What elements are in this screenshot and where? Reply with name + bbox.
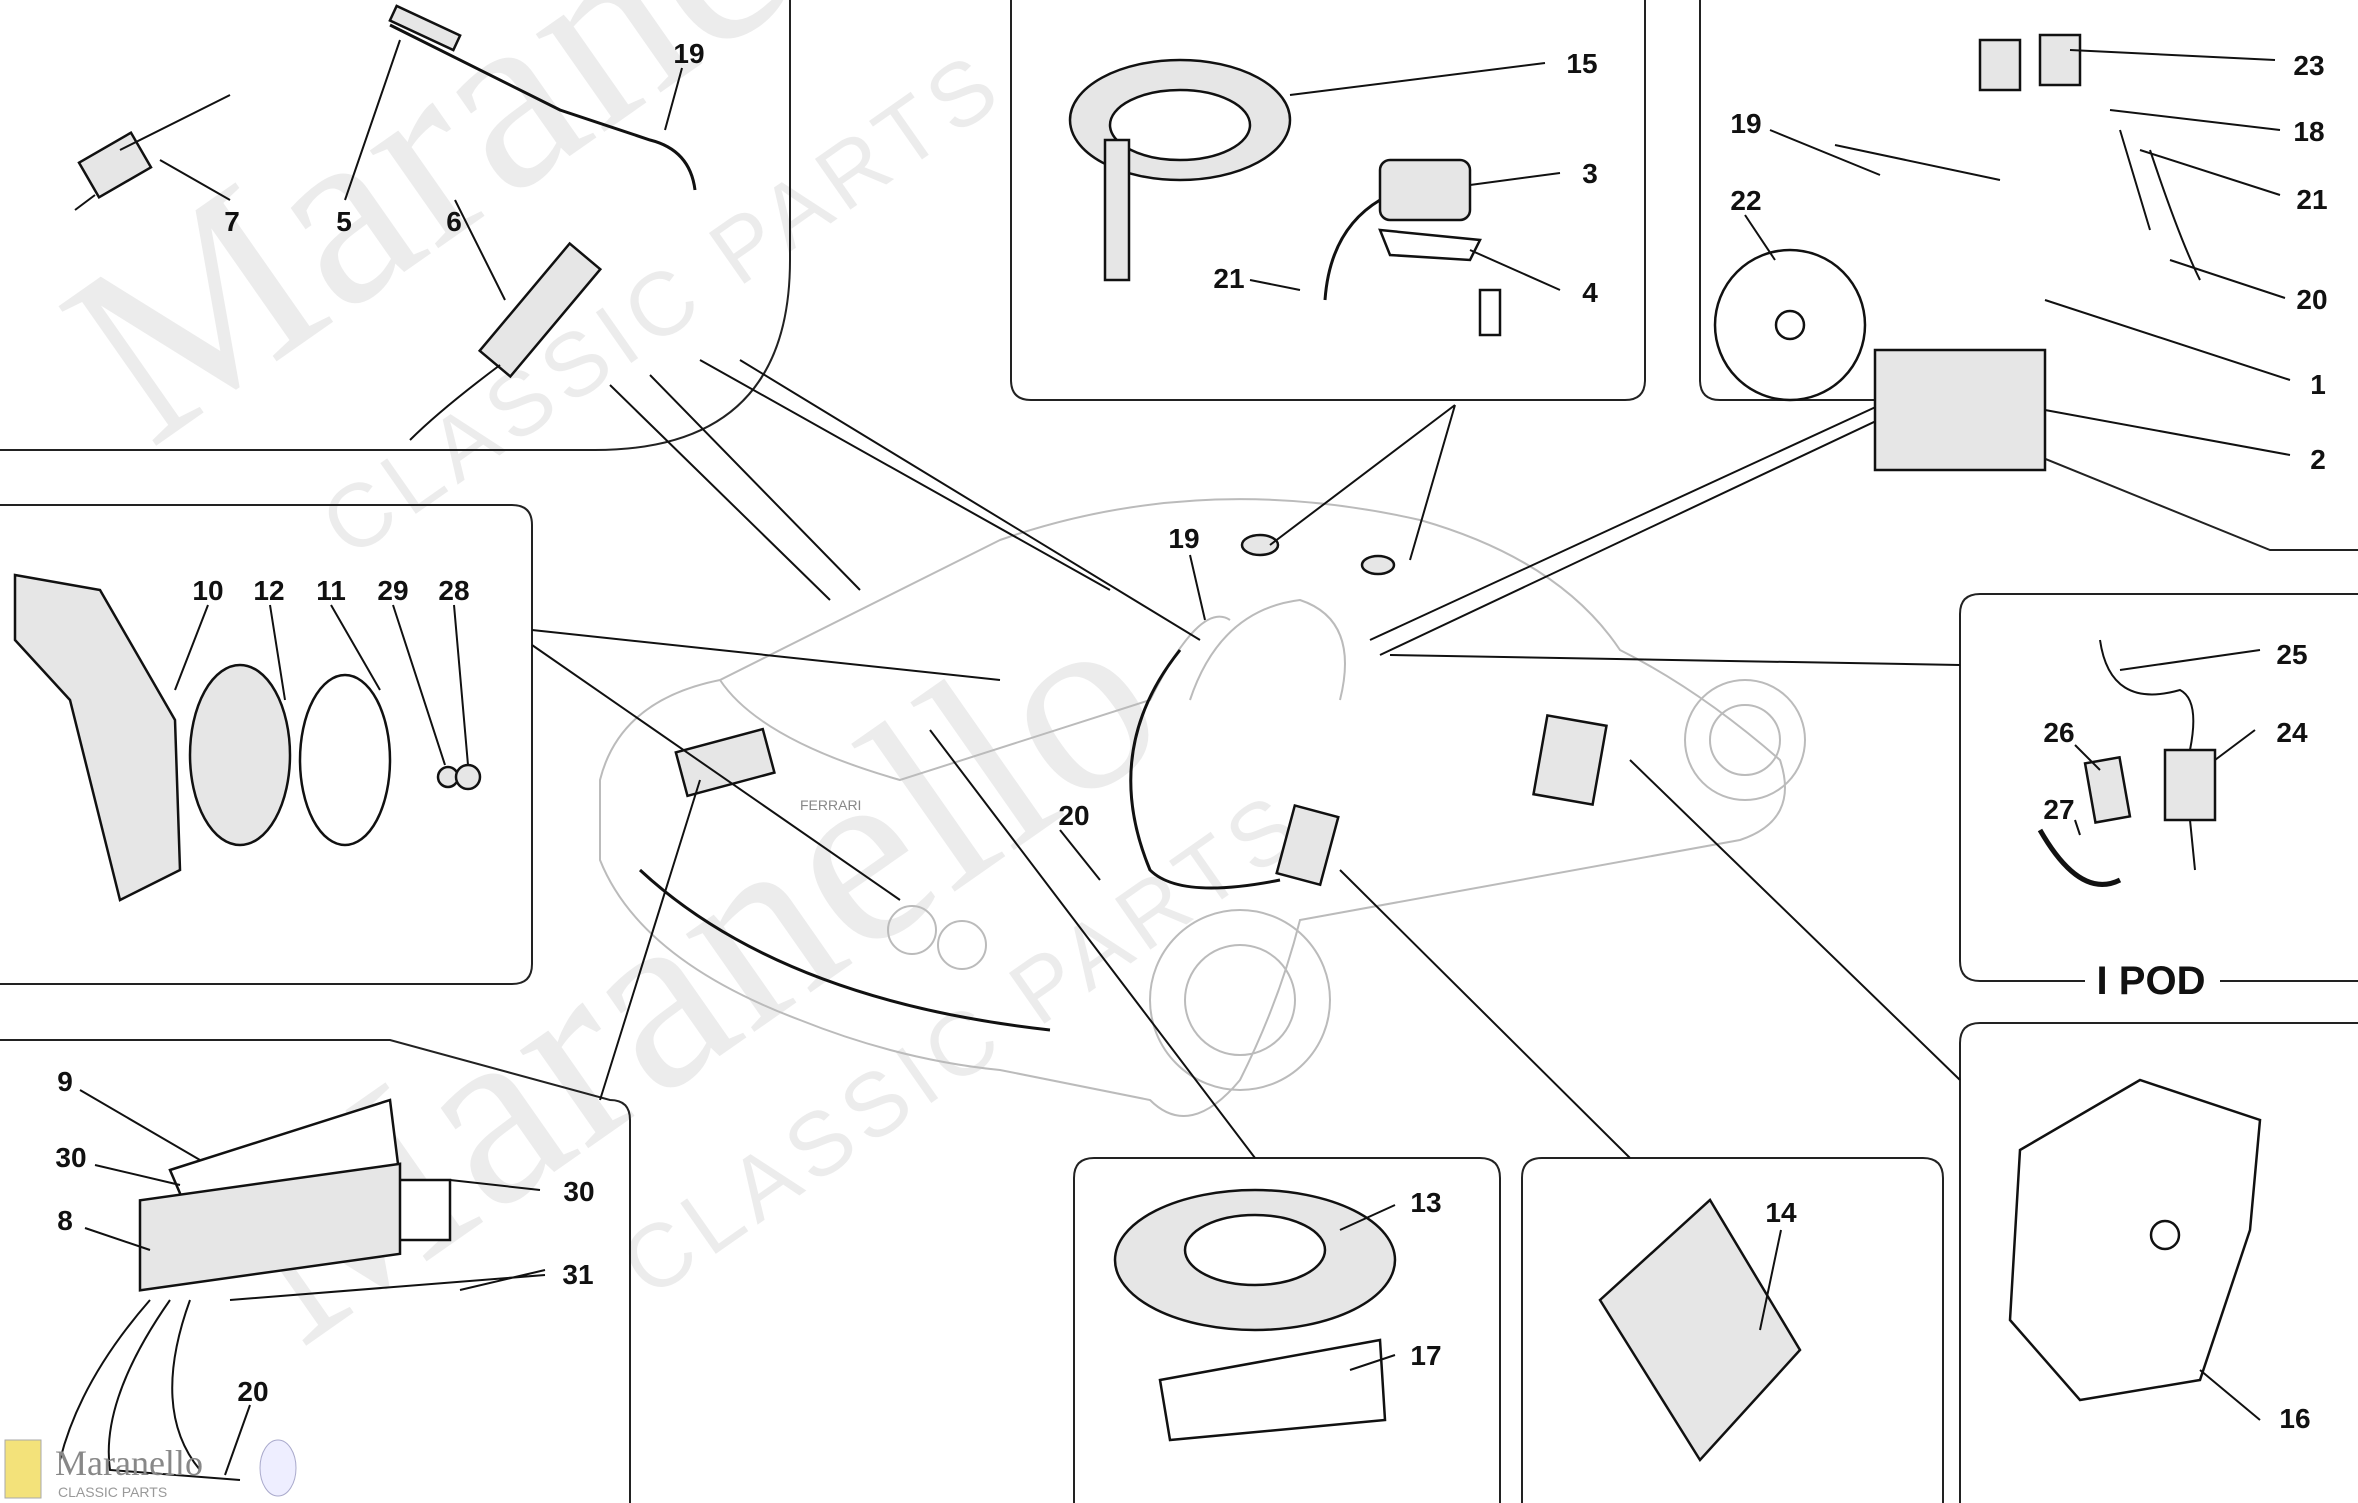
part-28 xyxy=(454,763,482,791)
callout-12: 12 xyxy=(253,575,284,606)
amplifier-module-in-car xyxy=(1275,803,1340,887)
svg-text:CLASSIC PARTS: CLASSIC PARTS xyxy=(58,1484,167,1500)
callout-28: 28 xyxy=(438,575,469,606)
callout-5: 5 xyxy=(336,206,352,237)
part-17-cover xyxy=(1158,1338,1387,1442)
callout-1: 1 xyxy=(2310,369,2326,400)
gps-antenna-in-car xyxy=(1240,533,1280,557)
callout-24: 24 xyxy=(2276,717,2308,748)
callouts: 19 7 5 6 15 3 21 4 23 19 18 21 22 20 1 2… xyxy=(55,38,2327,1434)
ipod-section-title: I POD xyxy=(2097,959,2206,1003)
part-27-cable xyxy=(2037,828,2122,887)
callout-19: 19 xyxy=(673,38,704,69)
callout-25: 25 xyxy=(2276,639,2307,670)
callout-7: 7 xyxy=(224,206,240,237)
callout-19: 19 xyxy=(1730,108,1761,139)
callout-21: 21 xyxy=(2296,184,2327,215)
part-12-speaker xyxy=(188,663,292,847)
callout-4: 4 xyxy=(1582,277,1598,308)
callout-15: 15 xyxy=(1566,48,1597,79)
part-26-pad xyxy=(2083,755,2132,824)
part-3-gps-antenna xyxy=(1378,158,1472,222)
amplifier-in-car xyxy=(674,727,776,798)
callout-leaders xyxy=(79,39,2291,1476)
callout-17: 17 xyxy=(1410,1340,1441,1371)
part-10-speaker-housing xyxy=(13,573,182,902)
callout-20: 20 xyxy=(237,1376,268,1407)
callout-13: 13 xyxy=(1410,1187,1441,1218)
part-8-amplifier xyxy=(138,1162,402,1292)
svg-text:Maranello: Maranello xyxy=(55,1443,203,1483)
leader-lines xyxy=(531,359,1961,1159)
parts xyxy=(13,4,2262,1481)
callout-26: 26 xyxy=(2043,717,2074,748)
part-2-cd-changer xyxy=(1873,348,2047,472)
car-badge: FERRARI xyxy=(800,797,861,813)
callout-20: 20 xyxy=(2296,284,2327,315)
part-16-bracket xyxy=(2008,1078,2262,1402)
callout-11: 11 xyxy=(316,575,346,606)
callout-6: 6 xyxy=(446,206,462,237)
callout-23: 23 xyxy=(2293,50,2324,81)
callout-2: 2 xyxy=(2310,444,2326,475)
callout-22: 22 xyxy=(1730,185,1761,216)
part-24-ipod-module xyxy=(2163,748,2217,822)
car-outline: FERRARI xyxy=(599,498,1806,1117)
callout-29: 29 xyxy=(377,575,408,606)
callout-27: 27 xyxy=(2043,794,2074,825)
callout-21: 21 xyxy=(1213,263,1244,294)
maranello-logo: Maranello CLASSIC PARTS xyxy=(4,1439,297,1500)
callout-16: 16 xyxy=(2279,1403,2310,1434)
ipod-bracket-in-car xyxy=(1532,713,1608,807)
callout-18: 18 xyxy=(2293,116,2324,147)
callout-30: 30 xyxy=(55,1142,86,1173)
part-14-amplifier xyxy=(1598,1198,1802,1463)
callout-19: 19 xyxy=(1168,523,1199,554)
part-6-cable xyxy=(477,241,603,379)
callout-30: 30 xyxy=(563,1176,594,1207)
part-15-crossover xyxy=(1103,138,1131,282)
callout-8: 8 xyxy=(57,1205,73,1236)
callout-31: 31 xyxy=(562,1259,593,1290)
callout-3: 3 xyxy=(1582,158,1598,189)
tweeter-in-car xyxy=(1360,554,1396,576)
part-4-bracket xyxy=(1378,228,1482,262)
callout-9: 9 xyxy=(57,1066,73,1097)
screw xyxy=(1478,288,1502,337)
part-7-antenna-amp xyxy=(77,130,153,200)
callout-20: 20 xyxy=(1058,800,1089,831)
part-11-ring xyxy=(298,673,392,847)
part-5-cable xyxy=(388,4,462,52)
callout-14: 14 xyxy=(1765,1197,1797,1228)
part-23-connector xyxy=(1978,38,2022,92)
callout-10: 10 xyxy=(192,575,223,606)
